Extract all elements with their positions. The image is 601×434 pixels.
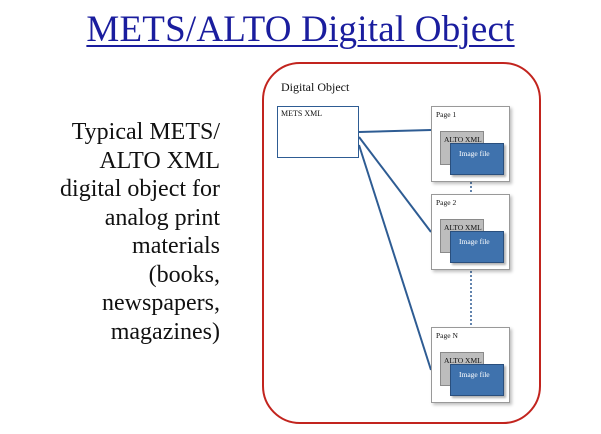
image-file-box: Image file — [450, 364, 504, 396]
image-file-label: Image file — [459, 237, 490, 246]
image-file-box: Image file — [450, 143, 504, 175]
page-box-2: Page 2 ALTO XML Image file — [431, 194, 510, 270]
page-box-1: Page 1 ALTO XML Image file — [431, 106, 510, 182]
description-line: digital object for — [60, 176, 220, 202]
page-label: Page 1 — [436, 110, 457, 119]
mets-xml-label: METS XML — [281, 109, 323, 118]
image-file-box: Image file — [450, 231, 504, 263]
alto-xml-label: ALTO XML — [444, 135, 482, 144]
description-line: materials — [132, 233, 220, 259]
page-label: Page N — [436, 331, 458, 340]
image-file-label: Image file — [459, 149, 490, 158]
description-line: ALTO XML — [99, 147, 220, 174]
image-file-label: Image file — [459, 370, 490, 379]
description-line: newspapers, — [102, 290, 220, 316]
description-line: analog print — [104, 204, 220, 231]
connector-mets-page-1 — [358, 129, 432, 133]
slide-title: METS/ALTO Digital Object — [86, 9, 515, 50]
alto-xml-label: ALTO XML — [444, 223, 482, 232]
digital-object-label: Digital Object — [281, 80, 350, 94]
alto-xml-label: ALTO XML — [444, 356, 482, 365]
slide-description: Typical METS/ ALTO XML digital object fo… — [60, 118, 220, 346]
connector-mets-page-2 — [358, 136, 432, 233]
page-box-n: Page N ALTO XML Image file — [431, 327, 510, 403]
connector-mets-page-n — [358, 144, 432, 371]
mets-xml-box: METS XML — [277, 106, 359, 158]
description-line: Typical METS/ — [71, 119, 220, 145]
description-line: magazines) — [110, 318, 220, 345]
description-line: (books, — [148, 261, 220, 288]
page-label: Page 2 — [436, 198, 457, 207]
